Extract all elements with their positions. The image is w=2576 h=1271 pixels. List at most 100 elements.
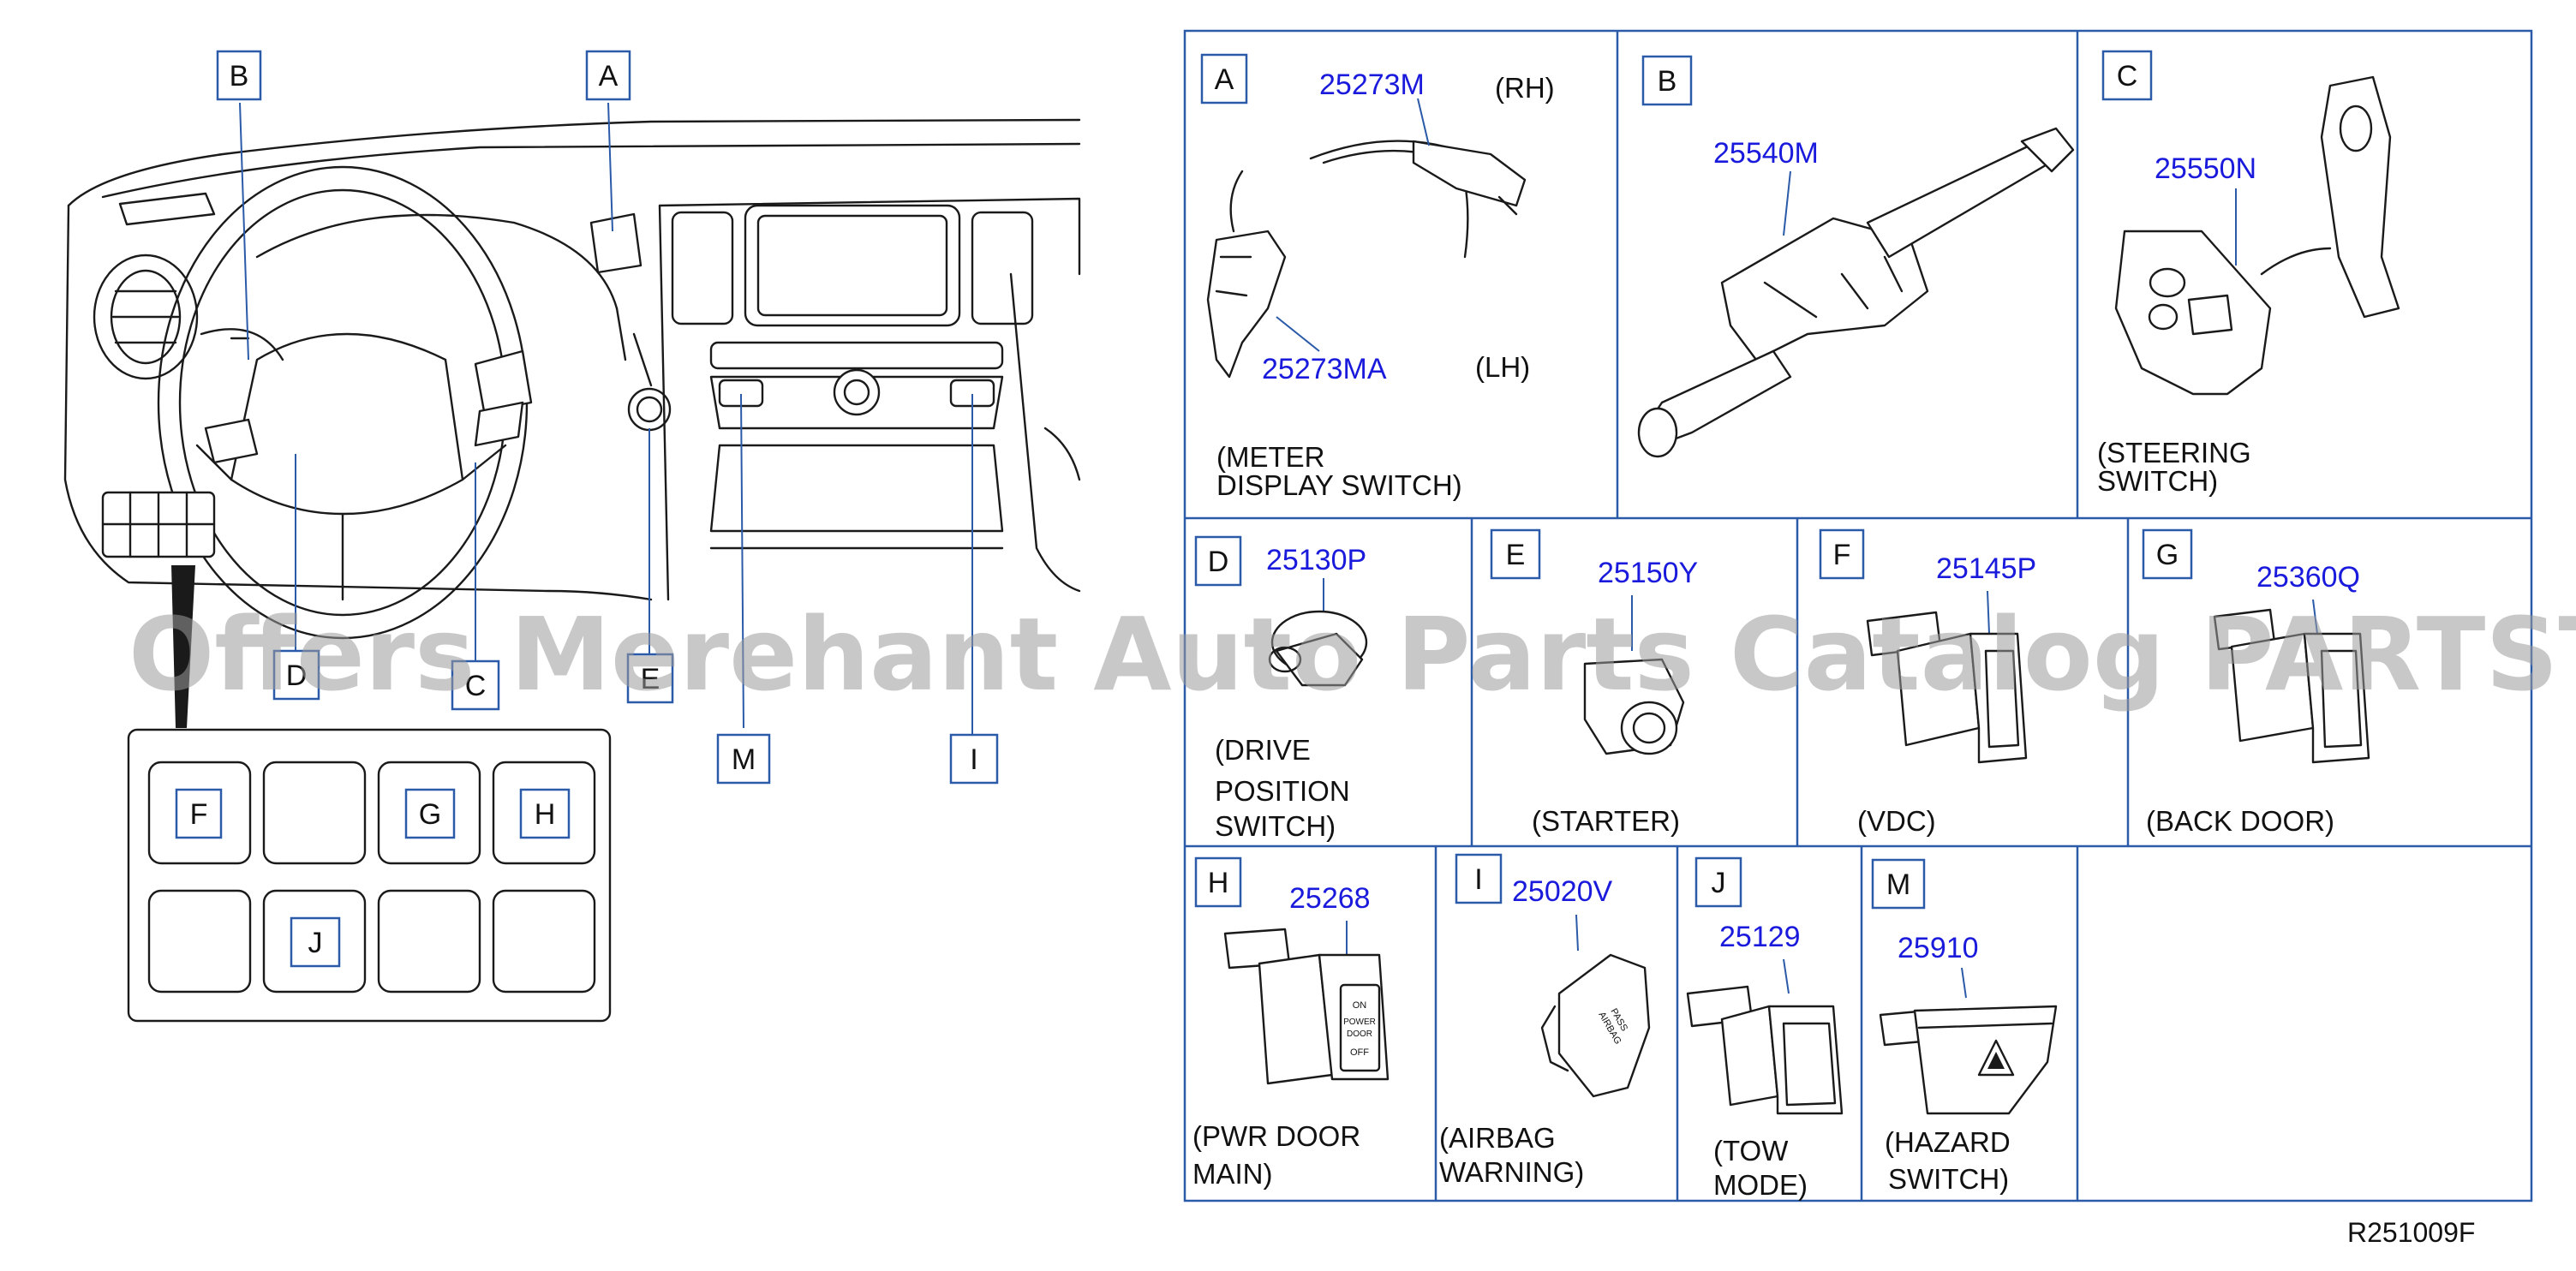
steering-switch-icon xyxy=(2114,75,2400,396)
svg-text:(LH): (LH) xyxy=(1475,351,1530,383)
callout-b: B xyxy=(216,50,262,101)
part-number-25910: 25910 xyxy=(1898,932,1979,964)
switch-slot-j: J xyxy=(290,916,341,968)
part-number-25540m: 25540M xyxy=(1713,137,1819,170)
watermark-text: Offers Merehant Auto Parts Catalog PARTS… xyxy=(129,595,2576,713)
svg-text:F: F xyxy=(190,798,208,831)
svg-text:J: J xyxy=(1712,867,1726,899)
svg-text:(STEERING: (STEERING xyxy=(2097,437,2251,468)
switch-slot-h: H xyxy=(519,788,571,839)
panel-c: C 25550N (STEERING SWITCH) xyxy=(2097,50,2400,497)
panel-j: J 25129 (TOW MODE) xyxy=(1686,856,1844,1201)
part-number-25273m: 25273M xyxy=(1319,69,1425,101)
dashboard-illustration xyxy=(63,102,1081,737)
panel-g: G 25360Q (BACK DOOR) xyxy=(2142,528,2370,837)
drawing-reference: R251009F xyxy=(2347,1217,2475,1248)
switch-bank-detail: F G H J xyxy=(127,728,612,1023)
switch-slot-f: F xyxy=(175,788,223,839)
hazard-triangle-icon xyxy=(1977,1039,2015,1077)
svg-text:D: D xyxy=(1208,546,1229,578)
panel-d: D 25130P (DRIVE POSITION SWITCH) xyxy=(1194,535,1368,842)
hazard-switch-icon xyxy=(1879,967,2058,1115)
svg-text:(STARTER): (STARTER) xyxy=(1532,805,1680,837)
svg-text:SWITCH): SWITCH) xyxy=(1215,810,1336,842)
svg-text:(PWR DOOR: (PWR DOOR xyxy=(1192,1120,1360,1152)
svg-text:D: D xyxy=(286,659,308,692)
svg-text:SWITCH): SWITCH) xyxy=(1888,1163,2009,1195)
callout-a: A xyxy=(585,50,631,101)
starter-switch-icon xyxy=(1583,595,1685,755)
svg-text:I: I xyxy=(1474,863,1482,896)
part-number-25550n: 25550N xyxy=(2155,152,2256,185)
svg-text:DOOR: DOOR xyxy=(1347,1029,1372,1039)
svg-text:G: G xyxy=(2156,539,2179,571)
power-door-switch-icon: ON POWER DOOR OFF xyxy=(1223,921,1390,1085)
svg-text:F: F xyxy=(1833,539,1851,571)
center-screen-icon xyxy=(744,204,961,327)
svg-text:(METER: (METER xyxy=(1216,441,1325,473)
svg-text:G: G xyxy=(419,798,441,831)
panel-a: A 25273M (RH) 25273MA (LH) (METER DISPLA… xyxy=(1200,53,1555,501)
callout-i: I xyxy=(949,733,999,785)
part-number-25273ma: 25273MA xyxy=(1262,353,1387,385)
svg-text:MODE): MODE) xyxy=(1713,1169,1808,1201)
vdc-switch-icon xyxy=(1866,590,2028,764)
svg-text:(TOW: (TOW xyxy=(1713,1135,1789,1167)
svg-text:A: A xyxy=(599,60,619,92)
svg-text:M: M xyxy=(1886,868,1910,901)
part-number-25020v: 25020V xyxy=(1512,875,1613,908)
svg-text:M: M xyxy=(732,743,756,776)
panel-b: B 25540M xyxy=(1637,55,2075,458)
callout-c: C xyxy=(451,659,500,711)
panel-h: H 25268 (PWR DOOR MAIN) ON POWER DOOR OF… xyxy=(1192,856,1390,1190)
svg-text:C: C xyxy=(2117,60,2138,92)
tow-mode-switch-icon xyxy=(1686,958,1844,1115)
part-number-25130p: 25130P xyxy=(1266,544,1366,576)
svg-text:A: A xyxy=(1215,63,1234,96)
svg-text:ON: ON xyxy=(1353,1000,1367,1011)
callout-m: M xyxy=(716,733,771,785)
combination-switch-icon xyxy=(1637,127,2075,458)
svg-text:OFF: OFF xyxy=(1350,1047,1369,1058)
svg-text:SWITCH): SWITCH) xyxy=(2097,465,2218,497)
part-number-25360q: 25360Q xyxy=(2256,561,2360,594)
callout-e: E xyxy=(626,653,674,704)
callout-d: D xyxy=(272,649,320,701)
airbag-warning-icon: PASS AIRBAG xyxy=(1540,914,1651,1098)
svg-text:H: H xyxy=(1208,867,1229,899)
meter-switch-rh-icon xyxy=(1309,98,1527,259)
part-number-25145p: 25145P xyxy=(1936,552,2036,585)
part-number-25129: 25129 xyxy=(1719,921,1801,953)
svg-text:B: B xyxy=(230,60,249,92)
svg-text:C: C xyxy=(465,670,487,702)
parts-grid xyxy=(1183,29,2533,1202)
part-number-25150y: 25150Y xyxy=(1598,557,1698,589)
svg-text:(DRIVE: (DRIVE xyxy=(1215,734,1311,766)
panel-f: F 25145P (VDC) xyxy=(1819,528,2036,837)
svg-text:(AIRBAG: (AIRBAG xyxy=(1439,1122,1556,1154)
panel-e: E 25150Y (STARTER) xyxy=(1490,528,1698,837)
svg-text:POWER: POWER xyxy=(1343,1017,1376,1027)
control-knob-icon xyxy=(833,368,881,416)
svg-text:MAIN): MAIN) xyxy=(1192,1158,1273,1190)
svg-text:H: H xyxy=(535,798,556,831)
panel-i: I 25020V (AIRBAG WARNING) PASS AIRBAG xyxy=(1439,853,1651,1188)
drive-position-switch-icon xyxy=(1268,578,1368,687)
svg-text:WARNING): WARNING) xyxy=(1439,1156,1584,1188)
svg-text:B: B xyxy=(1658,65,1677,98)
svg-text:(BACK DOOR): (BACK DOOR) xyxy=(2146,805,2334,837)
svg-text:(RH): (RH) xyxy=(1495,72,1555,104)
meter-switch-lh-icon xyxy=(1206,170,1320,379)
svg-text:(VDC): (VDC) xyxy=(1857,805,1936,837)
part-number-25268: 25268 xyxy=(1289,882,1371,915)
svg-text:(HAZARD: (HAZARD xyxy=(1885,1126,2011,1158)
panel-m: M 25910 (HAZARD SWITCH) xyxy=(1871,858,2058,1195)
svg-text:I: I xyxy=(970,743,977,776)
back-door-switch-icon xyxy=(2213,599,2370,764)
svg-text:DISPLAY SWITCH): DISPLAY SWITCH) xyxy=(1216,469,1462,501)
svg-text:J: J xyxy=(308,927,323,959)
svg-text:E: E xyxy=(641,663,660,695)
svg-text:POSITION: POSITION xyxy=(1215,775,1350,807)
svg-text:E: E xyxy=(1506,539,1526,571)
